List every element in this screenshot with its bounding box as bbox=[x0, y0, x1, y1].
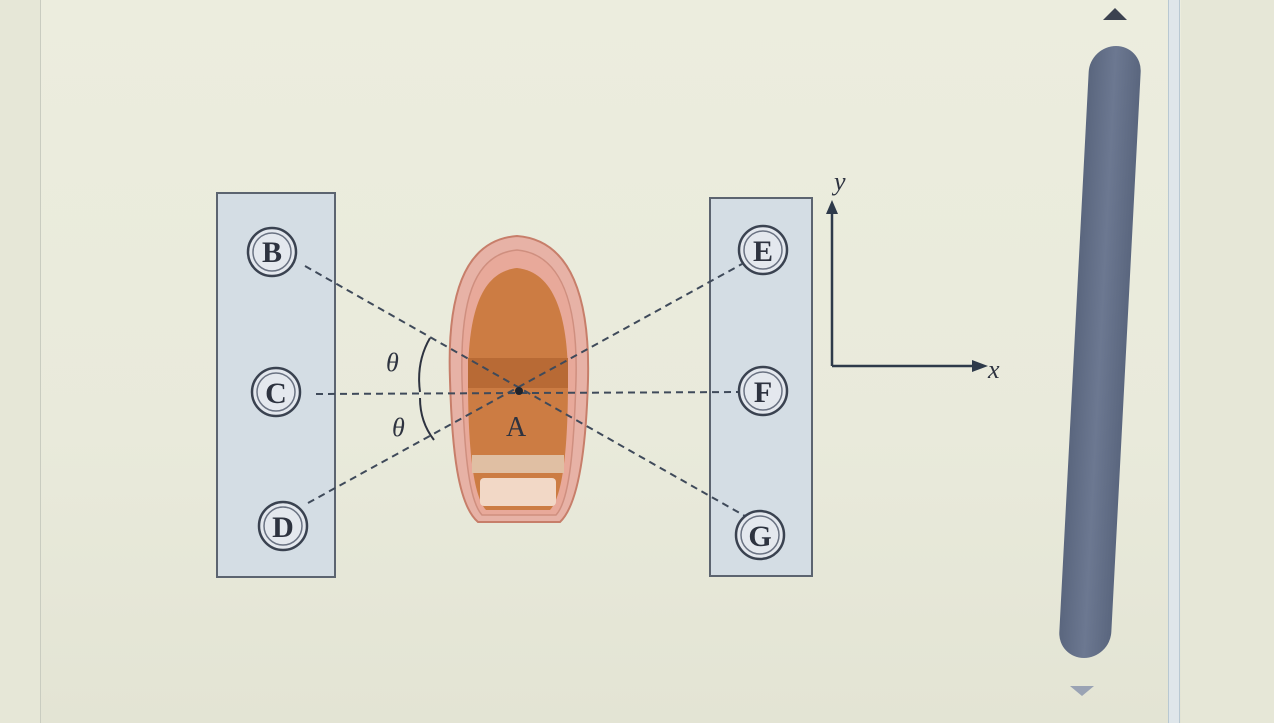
scroll-up-arrow-icon[interactable] bbox=[1103, 8, 1127, 20]
scroll-down-arrow-icon[interactable] bbox=[1070, 686, 1094, 696]
x-axis-label: x bbox=[987, 355, 1000, 384]
point-B-label: B bbox=[262, 236, 282, 269]
sight-lines bbox=[304, 263, 753, 521]
coordinate-axes bbox=[826, 200, 988, 372]
boat bbox=[448, 234, 590, 523]
point-F: F bbox=[737, 365, 789, 417]
angle-arcs bbox=[418, 337, 435, 441]
point-G-label: G bbox=[748, 520, 771, 553]
point-B: B bbox=[246, 226, 298, 278]
point-C-label: C bbox=[265, 377, 287, 410]
angle-label-bottom: θ bbox=[392, 413, 405, 442]
point-E: E bbox=[737, 224, 789, 276]
angle-label-top: θ bbox=[386, 348, 399, 377]
y-axis-label: y bbox=[831, 167, 846, 196]
angle-arc-top bbox=[418, 337, 431, 393]
point-D: D bbox=[257, 500, 309, 552]
point-D-label: D bbox=[272, 511, 294, 544]
boat-seat-front bbox=[468, 358, 568, 388]
y-axis-arrow bbox=[826, 200, 838, 214]
point-C: C bbox=[250, 366, 302, 418]
angle-arc-bottom bbox=[419, 397, 435, 441]
line-B-G bbox=[304, 265, 753, 521]
boat-stern bbox=[480, 478, 556, 506]
point-A-label: A bbox=[506, 412, 527, 443]
x-axis-arrow bbox=[972, 360, 988, 372]
point-F-label: F bbox=[754, 376, 772, 409]
point-A-dot bbox=[515, 387, 523, 395]
line-D-E bbox=[307, 263, 743, 504]
window-edge bbox=[1168, 0, 1180, 723]
point-E-label: E bbox=[753, 235, 773, 268]
boat-seat-rear bbox=[472, 455, 564, 473]
point-G: G bbox=[734, 509, 786, 561]
line-C-F bbox=[315, 391, 741, 395]
